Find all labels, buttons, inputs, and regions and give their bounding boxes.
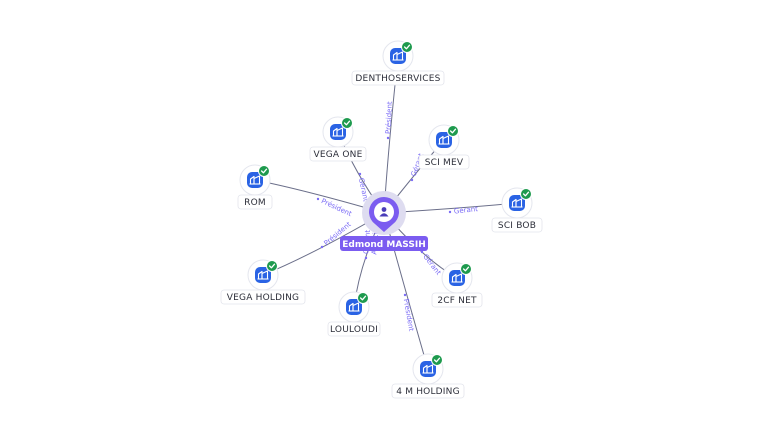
edge-role-label: Président <box>320 197 353 218</box>
edge-role-label: Gérant <box>421 253 442 277</box>
edge-role-label: Président <box>402 298 416 332</box>
company-node-2cf-net[interactable]: 2CF NET <box>431 262 483 308</box>
building-icon <box>249 175 261 185</box>
building-icon <box>332 127 344 137</box>
company-label[interactable]: SCI BOB <box>491 217 543 233</box>
company-label[interactable]: DENTHOSERVICES <box>351 70 445 86</box>
person-label[interactable]: Edmond MASSIH <box>340 236 428 251</box>
verified-check-icon <box>258 165 270 177</box>
company-node-sci-mev[interactable]: SCI MEV <box>418 124 470 170</box>
company-label-box <box>351 70 445 86</box>
edge-arrow-icon <box>403 293 407 297</box>
company-label-box <box>431 292 483 308</box>
edge-arrow-icon <box>320 245 324 249</box>
edge-arrow-icon <box>364 256 368 260</box>
building-icon <box>348 302 360 312</box>
building-icon <box>511 198 523 208</box>
building-icon <box>257 270 269 280</box>
company-node-vega-one[interactable]: VEGA ONE <box>309 116 367 162</box>
building-icon <box>422 364 434 374</box>
company-label-box <box>491 217 543 233</box>
person-name: Edmond MASSIH <box>342 240 426 250</box>
person-icon <box>379 207 389 217</box>
person-pin-inner <box>374 202 394 222</box>
company-name: VEGA ONE <box>314 150 363 160</box>
company-name: 4 M HOLDING <box>396 387 460 397</box>
company-label[interactable]: LOULOUDI <box>327 321 381 337</box>
company-node-rom[interactable]: ROM <box>237 164 273 210</box>
edge-arrow-icon <box>386 136 390 140</box>
company-label[interactable]: ROM <box>237 194 273 210</box>
company-node-4m-holding[interactable]: 4 M HOLDING <box>391 353 465 399</box>
company-label[interactable]: 2CF NET <box>431 292 483 308</box>
company-name: VEGA HOLDING <box>227 293 299 303</box>
edge-role-label: Président <box>384 101 394 134</box>
company-label[interactable]: VEGA ONE <box>309 146 367 162</box>
building-icon <box>438 135 450 145</box>
company-name: LOULOUDI <box>330 325 378 335</box>
edge-role-label: Gérant <box>454 205 479 215</box>
edge-arrow-icon <box>358 172 362 176</box>
edge-arrow-icon <box>420 250 424 254</box>
building-icon <box>392 51 404 61</box>
company-node-vega-holding[interactable]: VEGA HOLDING <box>220 259 306 305</box>
company-name: SCI BOB <box>498 221 536 231</box>
company-name: ROM <box>244 198 266 208</box>
company-label-box <box>237 194 273 210</box>
verified-check-icon <box>357 292 369 304</box>
nodes-layer: DENTHOSERVICES VEGA ONE SCI MEV ROM SCI BOB V… <box>220 40 543 399</box>
company-label[interactable]: 4 M HOLDING <box>391 383 465 399</box>
company-label-box <box>220 289 306 305</box>
company-name: DENTHOSERVICES <box>355 74 440 84</box>
verified-check-icon <box>341 117 353 129</box>
verified-check-icon <box>460 263 472 275</box>
company-label-box <box>309 146 367 162</box>
edge-arrow-icon <box>410 178 414 182</box>
verified-check-icon <box>266 260 278 272</box>
company-label[interactable]: VEGA HOLDING <box>220 289 306 305</box>
company-label[interactable]: SCI MEV <box>418 154 470 170</box>
company-label-box <box>418 154 470 170</box>
person-label-box <box>340 236 428 251</box>
company-name: 2CF NET <box>437 296 477 306</box>
verified-check-icon <box>520 188 532 200</box>
verified-check-icon <box>431 354 443 366</box>
company-node-denthoservices[interactable]: DENTHOSERVICES <box>351 40 445 86</box>
company-node-louloudi[interactable]: LOULOUDI <box>327 291 381 337</box>
edge-arrow-icon <box>316 197 320 201</box>
company-label-box <box>391 383 465 399</box>
edge-arrow-icon <box>448 210 452 214</box>
center-person-node[interactable]: Edmond MASSIH <box>340 191 428 251</box>
verified-check-icon <box>447 125 459 137</box>
company-name: SCI MEV <box>425 158 464 168</box>
verified-check-icon <box>401 41 413 53</box>
company-label-box <box>327 321 381 337</box>
building-icon <box>451 273 463 283</box>
company-node-sci-bob[interactable]: SCI BOB <box>491 187 543 233</box>
